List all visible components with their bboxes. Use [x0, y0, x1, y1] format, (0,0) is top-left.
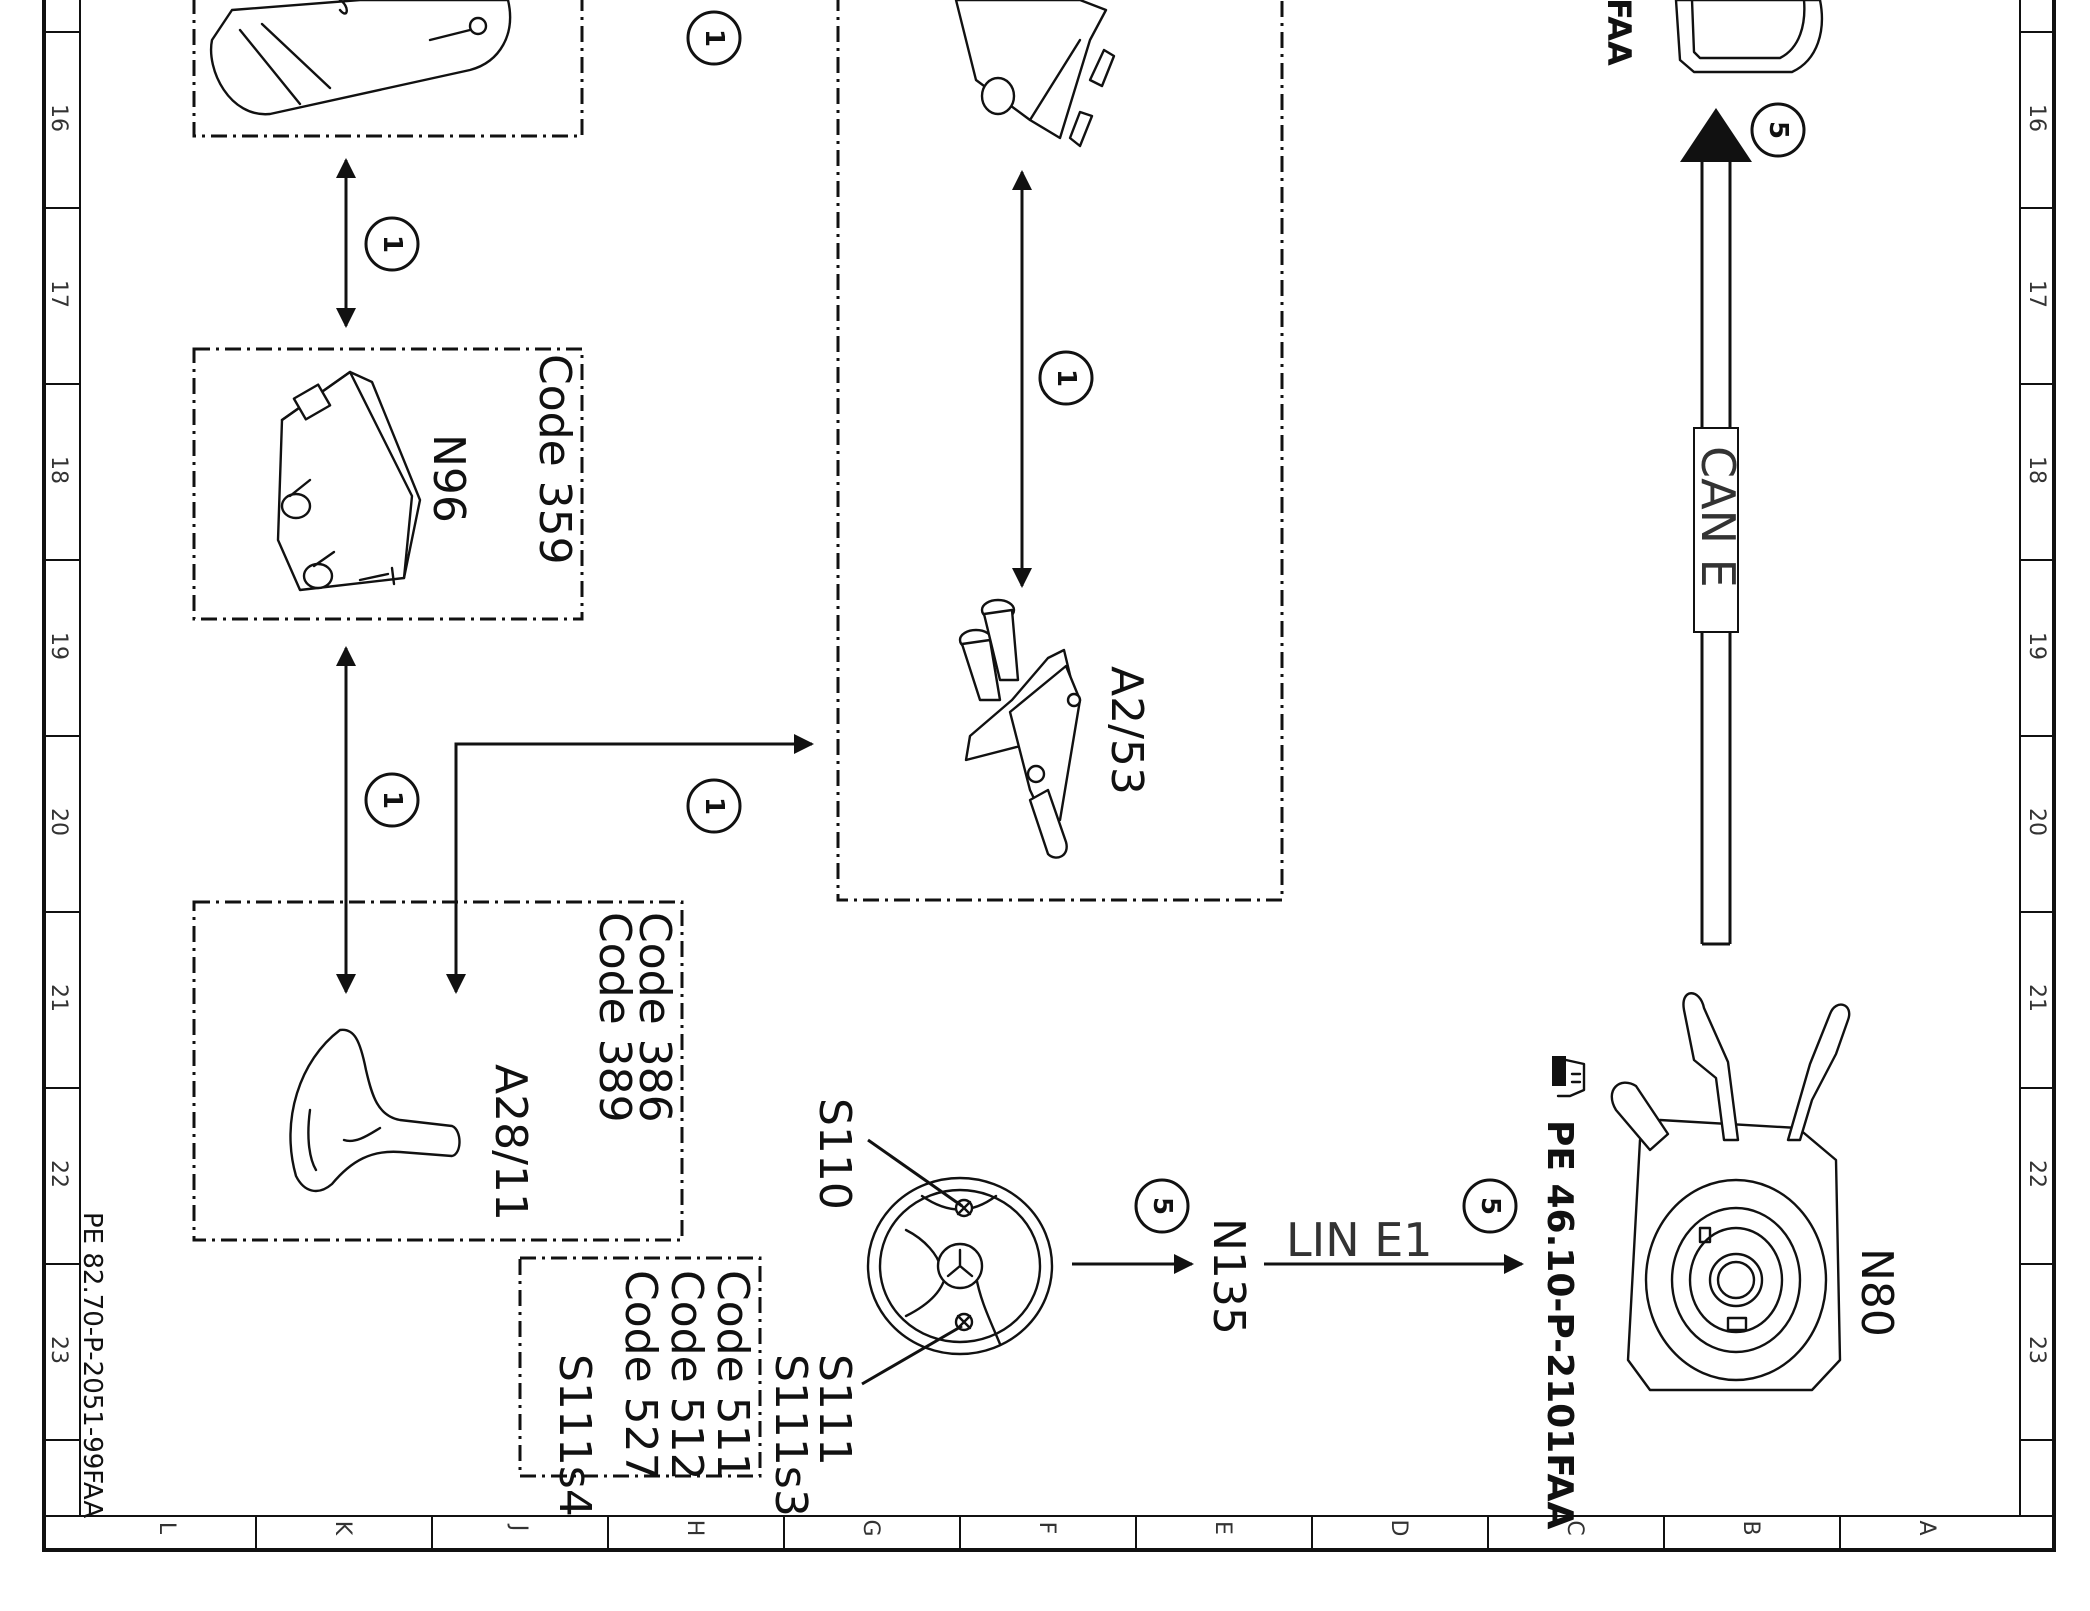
callout-1-a: 1: [686, 10, 742, 66]
row-label: 19: [46, 632, 71, 660]
svg-text:1: 1: [377, 791, 407, 809]
link-a28-11-to-a2-53: [446, 734, 814, 994]
a2-53-component-drawing: [958, 598, 1082, 859]
s111-code-2: Code 512: [661, 1270, 712, 1481]
svg-text:1: 1: [1051, 369, 1081, 387]
callout-1-d: 1: [364, 772, 420, 828]
callout-5-c: 5: [1462, 1178, 1518, 1234]
component-box-n96: [192, 347, 584, 621]
top-left-component-drawing: [209, 0, 512, 116]
column-label: D: [1386, 1520, 1411, 1537]
callout-1-e: 1: [686, 778, 742, 834]
row-label: 18: [2024, 456, 2049, 484]
column-label: L: [154, 1522, 179, 1535]
row-label: 16: [2024, 104, 2049, 132]
callout-5-b: 5: [1134, 1178, 1190, 1234]
top-right-component-drawing: [1674, 0, 1824, 74]
column-label: F: [1034, 1522, 1059, 1535]
s111s4-label: S111s4: [549, 1354, 600, 1517]
column-label: B: [1738, 1520, 1763, 1535]
column-label: C: [1562, 1520, 1587, 1535]
callout-5-a: 5: [1750, 102, 1806, 158]
n96-component-drawing: [276, 370, 422, 592]
s111s3-label: S111s3: [765, 1354, 816, 1517]
svg-text:5: 5: [1763, 121, 1793, 139]
callout-1-b: 1: [364, 216, 420, 272]
row-label: 23: [2024, 1336, 2049, 1364]
frame-bottom-strip: [43, 0, 2055, 1517]
a28-11-label: A28/11: [485, 1064, 536, 1221]
s111-code-1: Code 511: [707, 1270, 758, 1481]
row-labels-right: 16 17 18 19 20 21 22 23: [2024, 104, 2049, 1364]
top-relay-component-drawing: [954, 0, 1116, 148]
row-label: 21: [2024, 984, 2049, 1012]
n135-label: N135: [1203, 1218, 1254, 1335]
s111-code-3: Code 527: [615, 1270, 666, 1481]
s111-label: S111: [809, 1354, 860, 1466]
component-box-a2-53: [836, 0, 1284, 902]
s110-leader-line: [867, 1138, 963, 1208]
row-label: 19: [2024, 632, 2049, 660]
s111-leader-line: [861, 1324, 963, 1386]
n80-reference-label: PE 46.10-P-2101FAA: [1539, 1120, 1580, 1530]
column-label: J: [506, 1523, 531, 1532]
column-label: E: [1210, 1521, 1235, 1535]
n96-label: N96: [423, 434, 474, 523]
steering-wheel-drawing: [866, 1176, 1054, 1356]
column-label: G: [858, 1519, 883, 1536]
row-label: 22: [46, 1160, 71, 1188]
n80-label: N80: [1851, 1248, 1902, 1337]
can-bus-label-box: [1693, 427, 1739, 633]
row-label: 21: [46, 984, 71, 1012]
svg-text:1: 1: [377, 235, 407, 253]
n80-steering-column-switch-drawing: [1610, 992, 1851, 1392]
column-labels: L K J H G F E D C B A: [154, 1519, 1939, 1536]
svg-text:5: 5: [1475, 1197, 1505, 1215]
pointing-hand-icon: [1552, 1056, 1586, 1098]
top-fragment-text: FAA: [1600, 0, 1638, 66]
a28-11-code-2: Code 389: [589, 912, 640, 1123]
row-label: 16: [46, 104, 71, 132]
a28-11-component-drawing: [289, 1028, 461, 1193]
can-bus-label: CAN E: [1691, 446, 1745, 588]
component-box-a28-11: [192, 900, 684, 1242]
row-label: 23: [46, 1336, 71, 1364]
lin-bus-label: LIN E1: [1286, 1213, 1433, 1267]
n96-code-label: Code 359: [529, 354, 580, 565]
column-label: K: [330, 1521, 355, 1536]
row-labels-left: 16 17 18 19 20 21 22 23: [46, 104, 71, 1364]
svg-text:1: 1: [699, 797, 729, 815]
row-label: 22: [2024, 1160, 2049, 1188]
callout-1-c: 1: [1038, 350, 1094, 406]
a2-53-label: A2/53: [1101, 666, 1152, 795]
drawing-reference: PE 82.70-P-2051-99FAA: [77, 1212, 107, 1518]
grid-column-ticks: [255, 1516, 1841, 1550]
component-box-top-left: [192, 0, 584, 138]
s110-label: S110: [809, 1098, 860, 1210]
row-label: 17: [2024, 280, 2049, 308]
column-label: A: [1914, 1520, 1939, 1535]
column-label: H: [682, 1520, 707, 1537]
row-label: 17: [46, 280, 71, 308]
svg-text:5: 5: [1147, 1197, 1177, 1215]
component-box-s111-codes: [518, 1256, 762, 1478]
row-label: 18: [46, 456, 71, 484]
row-label: 20: [46, 808, 71, 836]
svg-text:1: 1: [699, 29, 729, 47]
grid-row-ticks: [44, 31, 2054, 1441]
row-label: 20: [2024, 808, 2049, 836]
